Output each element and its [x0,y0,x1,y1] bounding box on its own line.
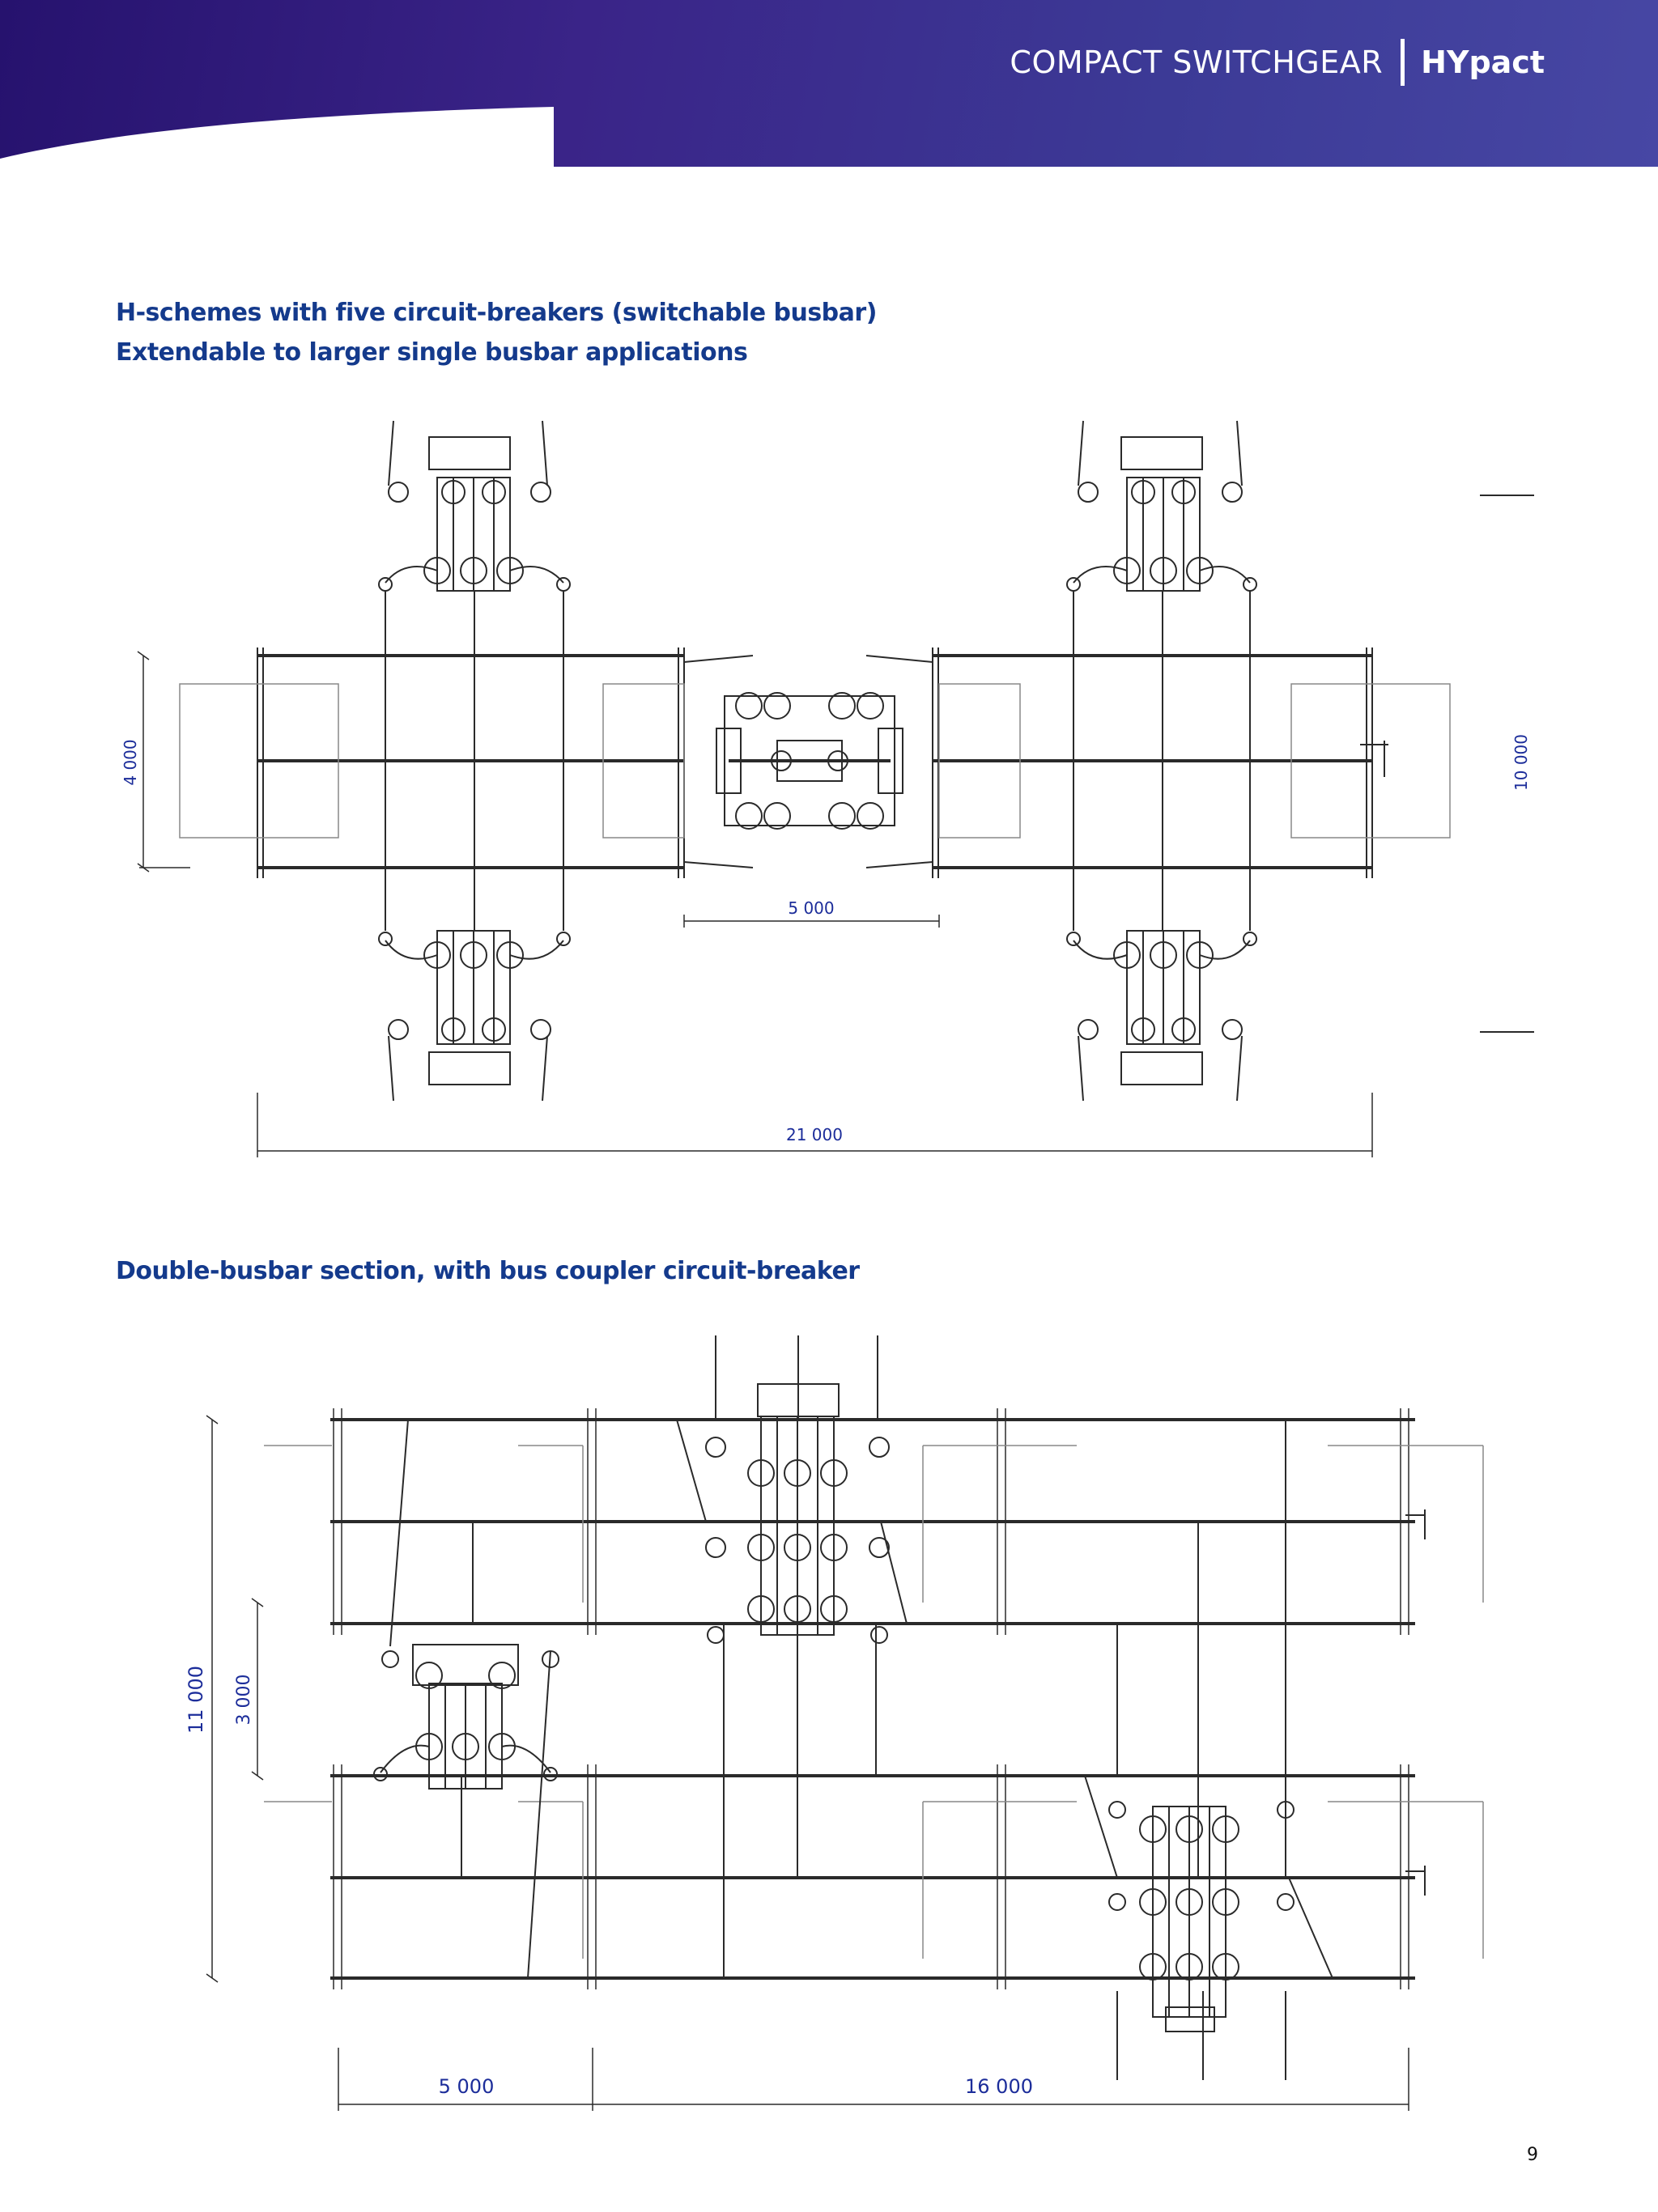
center-coupler [683,655,933,868]
brand-lockup: COMPACT SWITCHGEAR HYpact [1010,36,1545,89]
header-white-swoosh [0,107,554,167]
dimension-left-height: 4 000 [121,739,140,785]
dimension-busbar-spacing: 3 000 [234,1675,254,1726]
breaker-bottom-right [1066,930,1257,1102]
dimension-right-height: 10 000 [1511,734,1531,791]
dimension-total-height: 11 000 [185,1666,207,1734]
dimension-right-width: 16 000 [965,2075,1033,2098]
section-1-heading-line-2: Extendable to larger single busbar appli… [116,338,748,367]
page-header: COMPACT SWITCHGEAR HYpact [0,0,1658,167]
breaker-bottom-left [378,930,571,1102]
feeder-breaker-left [373,1644,559,1790]
feeder-breaker-right [1108,1801,1295,2080]
breaker-top-right [1066,420,1257,592]
coupler-breaker-top [705,1383,890,1644]
breaker-top-left [378,420,571,592]
dimension-left-width: 5 000 [439,2075,495,2098]
section-2-heading: Double-busbar section, with bus coupler … [116,1257,860,1285]
double-busbar-dimension-lines [206,1415,1409,2111]
h-scheme-dimension-lines [137,651,1373,1157]
double-busbar-linework [264,1335,1484,2080]
brand-name: HYpact [1421,45,1545,80]
h-scheme-linework [179,420,1534,1102]
h-scheme-drawing: 4 000 10 000 5 000 21 000 [121,420,1534,1157]
double-busbar-drawing: 11 000 3 000 5 000 16 000 [185,1335,1484,2111]
dimension-center-gap: 5 000 [788,898,834,918]
brand-separator [1401,39,1405,86]
page-number: 9 [1527,2145,1538,2165]
section-1-heading: H-schemes with five circuit-breakers (sw… [116,293,877,372]
product-line-label: COMPACT SWITCHGEAR [1010,45,1384,80]
section-1-heading-line-1: H-schemes with five circuit-breakers (sw… [116,299,877,327]
dimension-total-width: 21 000 [786,1125,843,1144]
